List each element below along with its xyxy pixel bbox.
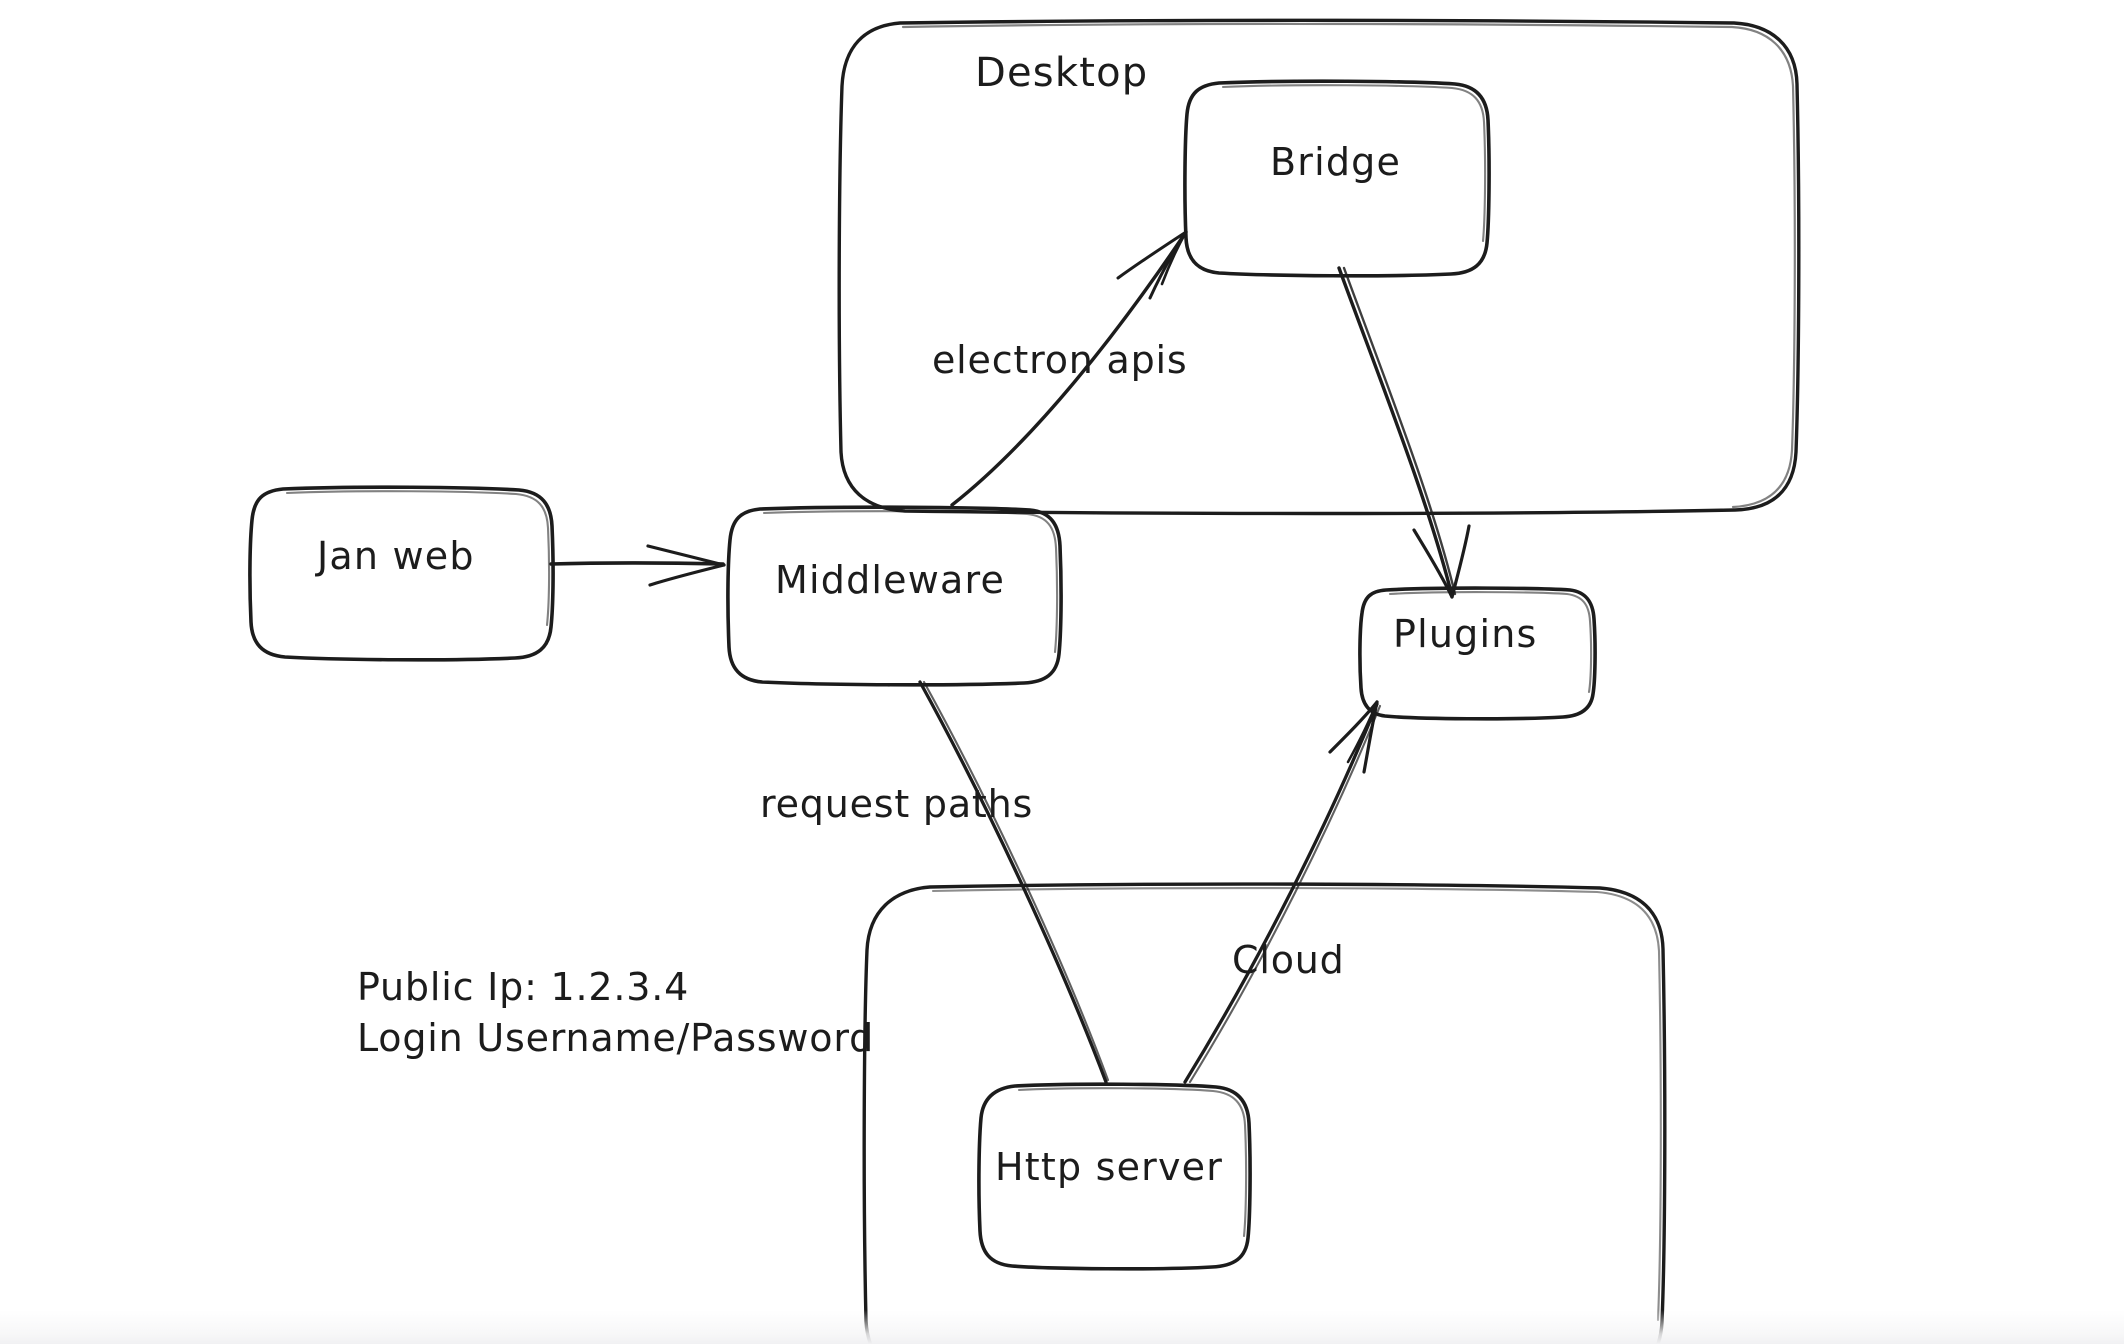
edge-middleware-to-bridge xyxy=(950,230,1188,507)
node-bridge-outline[interactable] xyxy=(1183,79,1491,278)
group-cloud-outline xyxy=(862,882,1667,1344)
node-middleware-outline[interactable] xyxy=(726,505,1063,687)
node-http-server-outline[interactable] xyxy=(977,1082,1252,1271)
node-plugins-outline[interactable] xyxy=(1358,586,1597,721)
group-desktop-outline xyxy=(837,18,1801,516)
edge-http-server-to-plugins xyxy=(1183,700,1382,1084)
edge-jan-web-to-middleware xyxy=(549,544,726,587)
edge-bridge-to-plugins xyxy=(1337,266,1471,599)
node-jan-web-outline[interactable] xyxy=(248,485,555,662)
edge-middleware-to-http-server xyxy=(918,680,1110,1084)
